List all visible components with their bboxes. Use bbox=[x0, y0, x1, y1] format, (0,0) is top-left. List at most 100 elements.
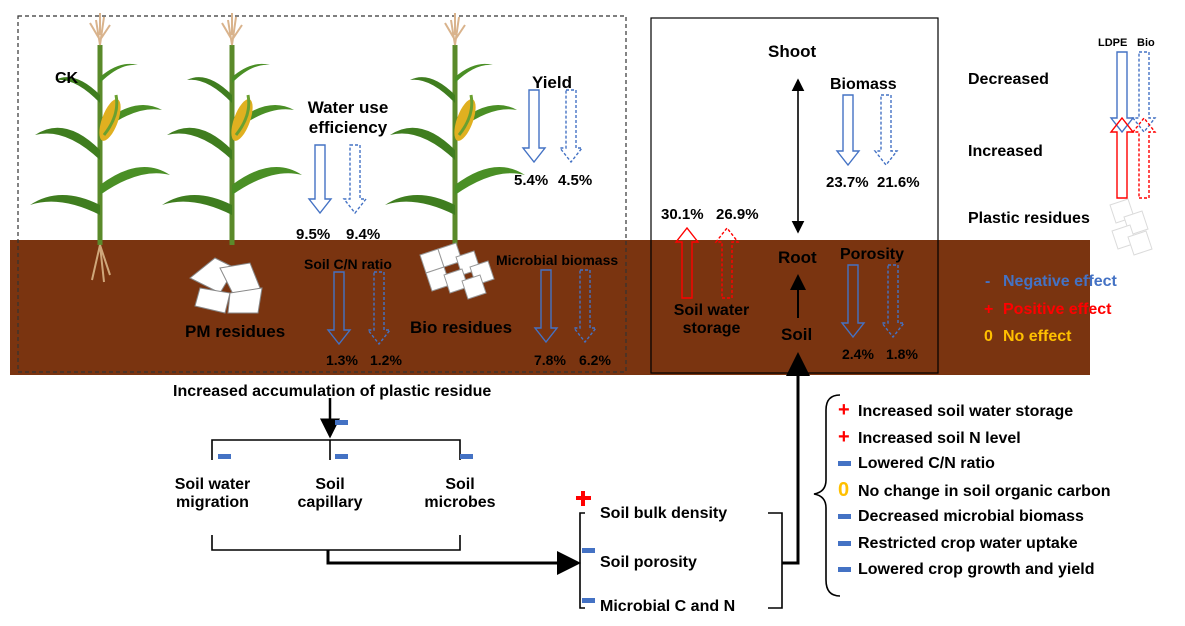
soil-cn-bio-value: 1.2% bbox=[370, 352, 402, 368]
minus-icon bbox=[838, 535, 858, 553]
prop-soil-porosity: Soil porosity bbox=[600, 554, 697, 571]
corn-plant-icon bbox=[30, 13, 170, 283]
porosity-bio-value: 1.8% bbox=[886, 346, 918, 362]
wue-ldpe-arrow bbox=[307, 144, 333, 215]
left-panel-border bbox=[17, 15, 627, 373]
soil-cn-ldpe-arrow bbox=[326, 271, 352, 346]
sws-title-line2: storage bbox=[682, 320, 741, 337]
positive-badge bbox=[576, 491, 591, 506]
effect-item: + Increased soil water storage bbox=[838, 399, 1074, 421]
wue-bio-value: 9.4% bbox=[346, 226, 381, 243]
legend-negative-effect: Negative effect bbox=[1003, 273, 1117, 290]
legend-decreased-ldpe-arrow bbox=[1109, 51, 1135, 134]
legend-positive-sign: + bbox=[984, 301, 994, 318]
shoot-label: Shoot bbox=[768, 42, 817, 61]
biomass-bio-value: 21.6% bbox=[877, 174, 920, 191]
biomass-bio-arrow bbox=[873, 94, 899, 167]
soil-cn-bio-arrow bbox=[366, 271, 392, 346]
branch-0-line2: migration bbox=[176, 494, 249, 511]
legend-decreased-bio-arrow bbox=[1131, 51, 1157, 134]
wue-title-line1: Water use bbox=[307, 98, 389, 117]
corn-plant-icon bbox=[162, 13, 302, 245]
microbial-ldpe-value: 7.8% bbox=[534, 352, 566, 368]
sws-ldpe-value: 30.1% bbox=[661, 206, 704, 223]
plastic-residue-icon bbox=[189, 257, 263, 314]
sws-ldpe-arrow bbox=[674, 226, 700, 299]
microbial-bio-arrow bbox=[572, 269, 598, 344]
yield-ldpe-value: 5.4% bbox=[514, 172, 549, 189]
biomass-ldpe-arrow bbox=[835, 94, 861, 167]
porosity-ldpe-value: 2.4% bbox=[842, 346, 874, 362]
corn-plant-icon bbox=[385, 13, 525, 245]
branch-1-line2: capillary bbox=[297, 494, 363, 511]
branch-1-line1: Soil bbox=[315, 476, 345, 493]
sws-title-line1: Soil water bbox=[673, 302, 750, 319]
legend-increased-ldpe-arrow bbox=[1109, 116, 1135, 199]
flow-right-arrow bbox=[326, 550, 581, 575]
yield-bio-arrow bbox=[558, 89, 584, 164]
branch-2-line1: Soil bbox=[445, 476, 475, 493]
effect-text: Lowered crop growth and yield bbox=[858, 561, 1095, 578]
effect-item: Restricted crop water uptake bbox=[838, 535, 1078, 553]
sws-bio-arrow bbox=[714, 226, 740, 299]
sws-bio-value: 26.9% bbox=[716, 206, 759, 223]
plus-icon: + bbox=[838, 425, 850, 448]
plus-icon: + bbox=[838, 399, 850, 421]
plastic-residue-icon bbox=[1109, 198, 1153, 256]
legend-plastic-residues: Plastic residues bbox=[968, 210, 1090, 227]
yield-bio-value: 4.5% bbox=[558, 172, 593, 189]
microbial-bio-value: 6.2% bbox=[579, 352, 611, 368]
branch-soil-microbes: Soil microbes bbox=[415, 476, 505, 512]
zero-icon: 0 bbox=[838, 478, 850, 501]
effect-item: Lowered crop growth and yield bbox=[838, 561, 1094, 579]
effect-item: 0 No change in soil organic carbon bbox=[838, 478, 1111, 501]
microbial-title: Microbial biomass bbox=[496, 252, 619, 268]
legend-no-sign: 0 bbox=[984, 328, 993, 345]
wue-ldpe-value: 9.5% bbox=[296, 226, 331, 243]
legend-increased-bio-arrow bbox=[1131, 116, 1157, 199]
branch-0-line1: Soil water bbox=[174, 476, 251, 493]
negative-badges bbox=[218, 420, 595, 603]
legend-no-effect: No effect bbox=[1003, 328, 1072, 345]
legend-negative-sign: - bbox=[985, 273, 991, 290]
flow-header: Increased accumulation of plastic residu… bbox=[173, 383, 492, 400]
ck-label: CK bbox=[55, 70, 79, 87]
minus-icon bbox=[838, 508, 858, 526]
legend-increased: Increased bbox=[968, 143, 1043, 160]
biomass-ldpe-value: 23.7% bbox=[826, 174, 869, 191]
soil-cn-ldpe-value: 1.3% bbox=[326, 352, 358, 368]
sws-title: Soil water storage bbox=[664, 302, 759, 338]
effect-text: Lowered C/N ratio bbox=[858, 455, 995, 472]
flow-up-arrow bbox=[782, 352, 810, 565]
branch-soil-capillary: Soil capillary bbox=[285, 476, 375, 512]
prop-soil-bulk-density: Soil bulk density bbox=[600, 505, 728, 522]
minus-icon bbox=[838, 561, 858, 579]
legend-ldpe: LDPE bbox=[1098, 37, 1128, 49]
porosity-title: Porosity bbox=[840, 246, 905, 263]
pm-residues-label: PM residues bbox=[185, 322, 286, 341]
effect-item: + Increased soil N level bbox=[838, 425, 1021, 448]
soil-cn-title: Soil C/N ratio bbox=[304, 256, 392, 272]
porosity-bio-arrow bbox=[880, 264, 906, 339]
legend-bio: Bio bbox=[1137, 37, 1155, 49]
bio-residues-label: Bio residues bbox=[410, 318, 513, 337]
microbial-ldpe-arrow bbox=[533, 269, 559, 344]
effect-item: Decreased microbial biomass bbox=[838, 508, 1084, 526]
yield-title: Yield bbox=[532, 73, 572, 92]
prop-microbial-cn: Microbial C and N bbox=[600, 598, 736, 615]
effect-text: Decreased microbial biomass bbox=[858, 508, 1084, 525]
root-label: Root bbox=[778, 248, 817, 267]
soil-band bbox=[10, 240, 1090, 375]
curly-brace bbox=[813, 394, 841, 597]
porosity-ldpe-arrow bbox=[840, 264, 866, 339]
branch-2-line2: microbes bbox=[424, 494, 496, 511]
effect-text: Increased soil N level bbox=[858, 429, 1021, 447]
yield-ldpe-arrow bbox=[521, 89, 547, 164]
legend-positive-effect: Positive effect bbox=[1003, 301, 1112, 318]
effect-text: Increased soil water storage bbox=[858, 403, 1074, 420]
effect-text: Restricted crop water uptake bbox=[858, 534, 1078, 552]
effect-text: No change in soil organic carbon bbox=[858, 482, 1111, 500]
legend-decreased: Decreased bbox=[968, 71, 1049, 88]
biomass-title: Biomass bbox=[830, 76, 897, 93]
